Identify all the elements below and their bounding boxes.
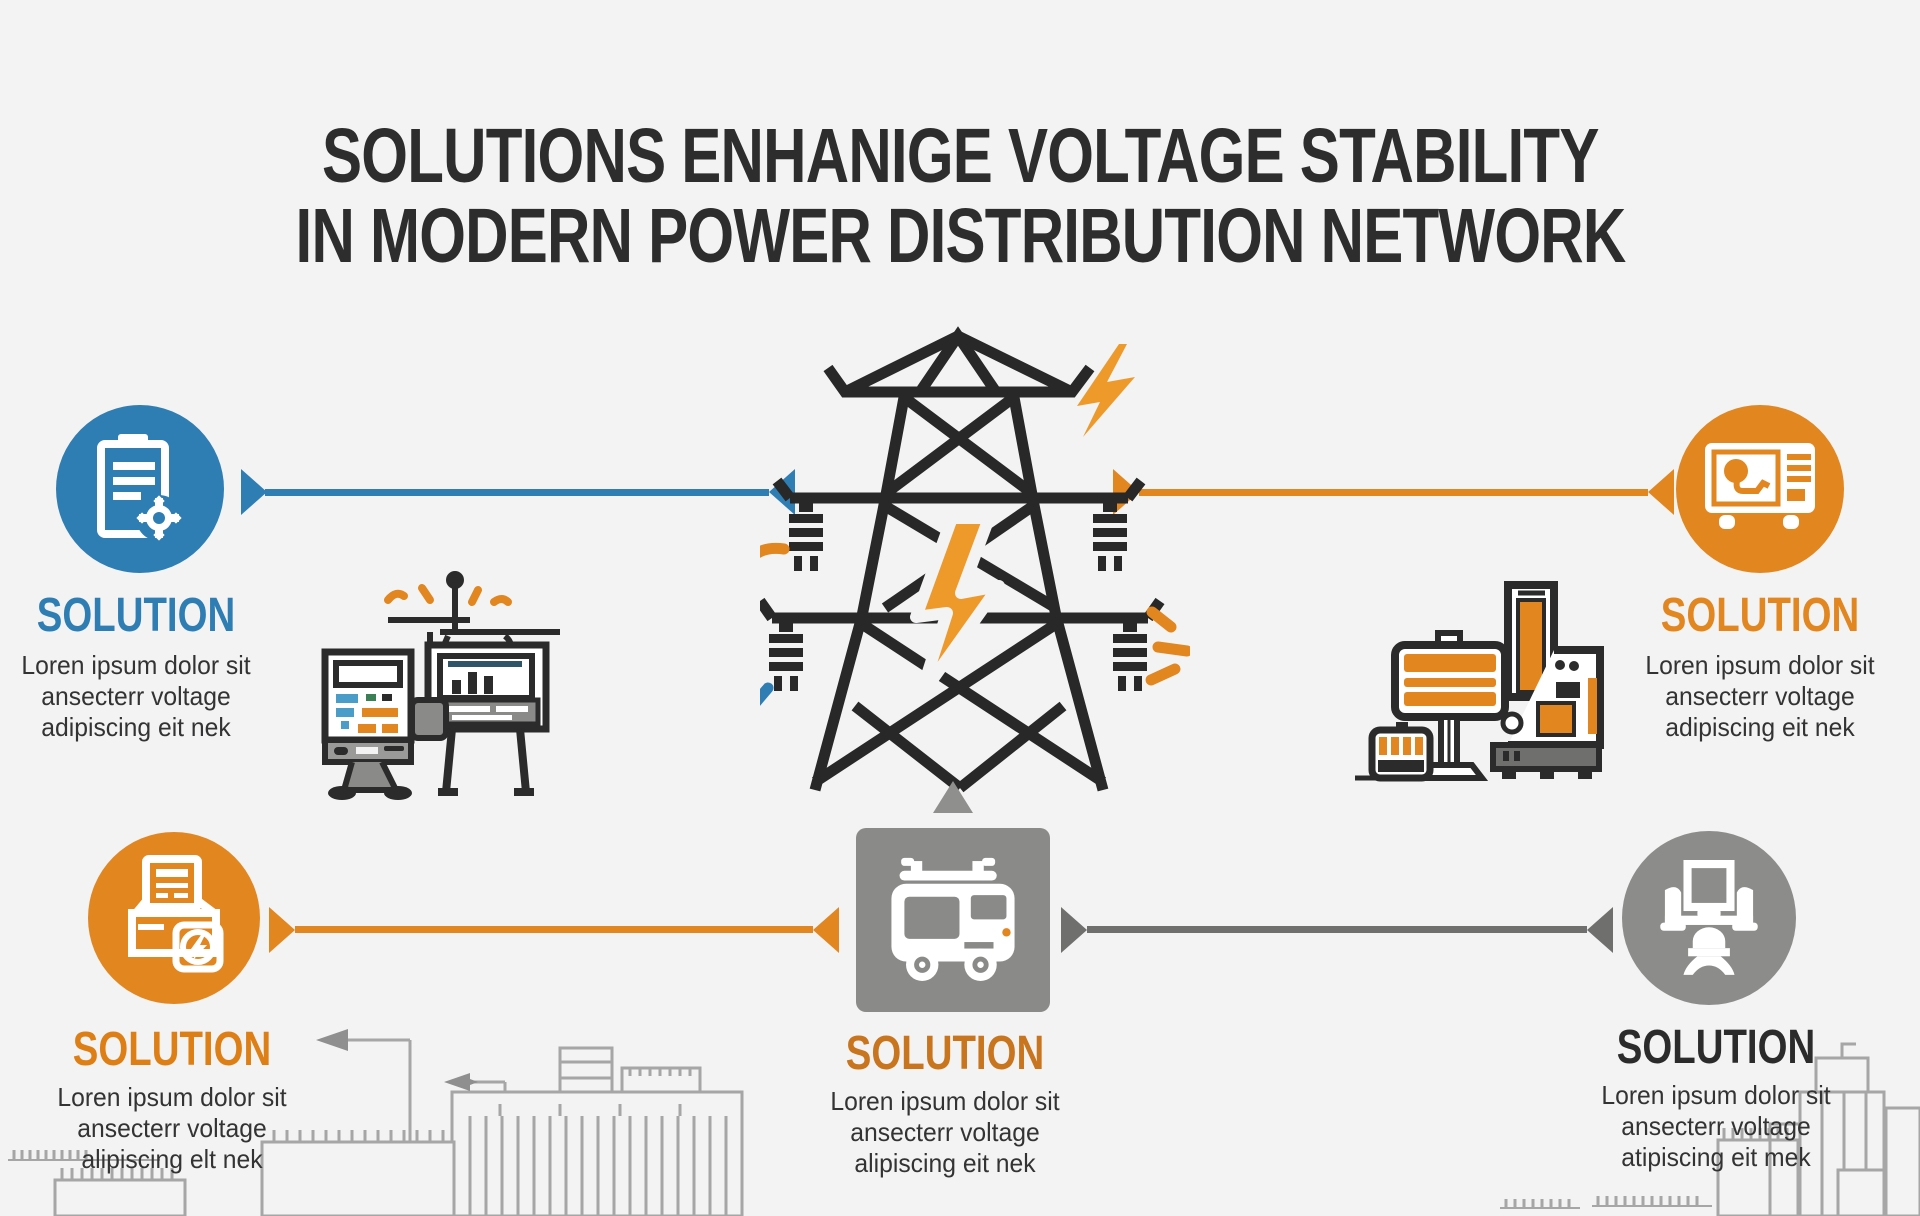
page-title-line1: SOLUTIONS ENHANIGE VOLTAGE STABILITY: [321, 113, 1599, 199]
service-van-icon: [891, 857, 1015, 981]
skyline-right: [1500, 1042, 1920, 1216]
up-triangle-icon: [933, 781, 973, 813]
solution-heading-top-right: SOLUTION: [1660, 589, 1860, 642]
connector-flare: [241, 469, 267, 515]
solution-heading-center: SOLUTION: [845, 1027, 1045, 1080]
solution-body-center: Loren ipsum dolor sit ansecterr voltage …: [830, 1086, 1060, 1178]
power-station-illustration: [1355, 581, 1604, 782]
transmission-tower: [760, 326, 1190, 793]
solution-circle-top-left: [56, 405, 224, 573]
skyline-arrow-left-icon: [316, 1029, 348, 1051]
control-panels-illustration: [321, 571, 560, 800]
connector-flare: [1648, 469, 1674, 515]
workstation-icon: [1660, 860, 1758, 975]
connector-line-orange-top: [1139, 489, 1648, 496]
connector-line-blue: [265, 489, 769, 496]
insulator-plugs: [769, 500, 1147, 691]
spark-dashes-blue: [760, 682, 774, 706]
connector-flare: [1587, 907, 1613, 953]
spark-dashes-orange: [384, 584, 512, 606]
page-title-line2: IN MODERN POWER DISTRIBUTION NETWORK: [295, 193, 1626, 279]
solution-heading-bottom-right: SOLUTION: [1616, 1021, 1816, 1074]
lightning-bolt-top-icon: [1077, 344, 1135, 437]
monitor-device-icon: [1705, 443, 1815, 529]
solution-body-top-left: Loren ipsum dolor sit ansecterr voltage …: [21, 650, 251, 742]
connector-line-orange-bottom: [295, 926, 813, 933]
printer-energy-icon: [128, 855, 224, 973]
connector-flare: [1061, 907, 1087, 953]
lightning-bolt-center-icon: [910, 512, 1005, 703]
solution-heading-bottom-left: SOLUTION: [72, 1023, 272, 1076]
solution-body-bottom-left: Loren ipsum dolor sit ansecterr voltage …: [57, 1082, 287, 1174]
connector-line-gray: [1087, 926, 1587, 933]
solution-body-top-right: Loren ipsum dolor sit ansecterr voltage …: [1645, 650, 1875, 742]
solution-body-bottom-right: Loren ipsum dolor sit ansecterr voltage …: [1601, 1080, 1831, 1172]
connector-flare: [813, 907, 839, 953]
solution-heading-top-left: SOLUTION: [36, 589, 236, 642]
clipboard-gear-icon: [97, 434, 182, 541]
spark-dashes-orange: [760, 542, 1190, 686]
connector-flare: [269, 907, 295, 953]
skyline-left: [8, 1029, 744, 1216]
